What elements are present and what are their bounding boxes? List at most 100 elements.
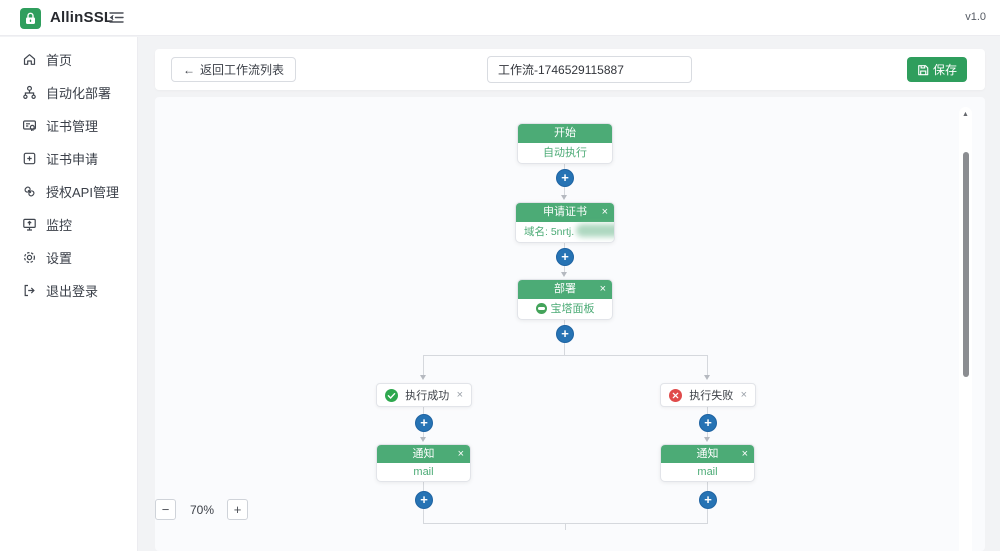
sidebar-item-label: 监控	[46, 218, 73, 233]
sidebar-item-logout[interactable]: 退出登录	[0, 274, 137, 307]
node-start-header: 开始	[518, 124, 612, 143]
sidebar-item-cert-manage[interactable]: 证书管理	[0, 109, 137, 142]
connector-line	[423, 407, 424, 414]
add-node-button[interactable]: +	[699, 491, 717, 509]
add-node-button[interactable]: +	[415, 414, 433, 432]
node-notify-success[interactable]: 通知 × mail	[376, 444, 471, 482]
connector-line	[707, 480, 708, 491]
sidebar-item-label: 退出登录	[46, 284, 99, 299]
domain-label: 域名: 5nrtj.	[524, 226, 575, 238]
connector-line	[423, 509, 424, 524]
node-notify-title: 通知	[412, 448, 435, 460]
node-deploy-title: 部署	[554, 283, 576, 295]
connector-arrow	[561, 272, 567, 277]
back-button-label: 返回工作流列表	[200, 63, 285, 77]
sidebar-item-monitor[interactable]: 监控	[0, 208, 137, 241]
add-node-button[interactable]: +	[556, 248, 574, 266]
scroll-up-icon[interactable]: ▲	[962, 111, 969, 118]
node-deploy-body: 宝塔面板	[550, 303, 595, 315]
back-to-workflow-list-button[interactable]: ← 返回工作流列表	[171, 57, 297, 82]
sidebar-item-api-auth[interactable]: 授权API管理	[0, 175, 137, 208]
connector-line	[707, 432, 708, 438]
add-node-button[interactable]: +	[556, 325, 574, 343]
zoom-in-button[interactable]: +	[227, 499, 248, 520]
connector-arrow	[704, 437, 710, 442]
monitor-icon	[23, 218, 36, 231]
certificate-manage-icon	[23, 120, 37, 131]
connector-line	[707, 407, 708, 414]
sidebar-item-auto-deploy[interactable]: 自动化部署	[0, 76, 137, 109]
exec-success-label: 执行成功	[405, 390, 450, 402]
sidebar-item-cert-apply[interactable]: 证书申请	[0, 142, 137, 175]
sidebar-item-settings[interactable]: 设置	[0, 241, 137, 274]
workflow-canvas[interactable]	[155, 97, 985, 551]
node-notify-title: 通知	[696, 448, 719, 460]
connector-line	[564, 187, 565, 195]
app-logo	[20, 8, 41, 29]
exec-fail-label: 执行失败	[689, 390, 734, 402]
add-node-button[interactable]: +	[415, 491, 433, 509]
connector-line	[564, 343, 565, 356]
logout-icon	[24, 284, 35, 297]
save-button[interactable]: 保存	[906, 57, 967, 82]
node-start[interactable]: 开始 自动执行	[517, 123, 613, 164]
redacted-domain	[576, 224, 614, 237]
zoom-level-label: 70%	[190, 503, 215, 517]
node-start-body: 自动执行	[543, 147, 587, 159]
save-icon	[918, 64, 929, 75]
save-button-label: 保存	[932, 63, 957, 77]
close-icon[interactable]: ×	[599, 283, 606, 295]
sidebar-item-home[interactable]: 首页	[0, 43, 137, 76]
sidebar-item-label: 证书申请	[46, 152, 99, 167]
fail-x-icon	[669, 388, 682, 402]
add-node-button[interactable]: +	[556, 169, 574, 187]
sidebar-item-label: 首页	[46, 53, 73, 68]
connector-line	[423, 355, 424, 376]
connector-line	[564, 318, 565, 325]
close-icon[interactable]: ×	[456, 389, 463, 401]
back-arrow-icon: ←	[183, 62, 195, 77]
success-check-icon	[385, 388, 398, 402]
sidebar-item-label: 自动化部署	[46, 86, 112, 101]
connector-line	[564, 162, 565, 171]
node-deploy[interactable]: 部署 × 宝塔面板	[517, 279, 613, 320]
scrollbar-thumb[interactable]	[962, 152, 969, 377]
sidebar-item-label: 授权API管理	[46, 185, 119, 200]
workflow-name-input[interactable]	[487, 56, 692, 83]
baota-panel-icon	[535, 303, 547, 314]
connector-arrow	[704, 375, 710, 380]
close-icon[interactable]: ×	[601, 206, 608, 218]
workflow-toolbar: ← 返回工作流列表 保存	[155, 49, 985, 90]
connector-line	[564, 266, 565, 273]
connector-arrow	[561, 195, 567, 200]
sidebar-item-label: 证书管理	[46, 119, 99, 134]
node-notify-body: mail	[697, 466, 718, 478]
lock-icon	[26, 12, 35, 24]
connector-line	[565, 523, 566, 530]
connector-line	[707, 355, 708, 376]
node-notify-fail[interactable]: 通知 × mail	[660, 444, 755, 482]
close-icon[interactable]: ×	[457, 448, 464, 460]
version-label: v1.0	[965, 11, 986, 23]
node-exec-fail[interactable]: 执行失败 ×	[660, 383, 756, 407]
node-apply-cert[interactable]: 申请证书 × 域名: 5nrtj.	[515, 202, 615, 243]
node-exec-success[interactable]: 执行成功 ×	[376, 383, 472, 407]
node-apply-cert-title: 申请证书	[543, 206, 587, 218]
api-auth-icon	[24, 186, 35, 197]
connector-line	[423, 480, 424, 491]
close-icon[interactable]: ×	[740, 389, 747, 401]
connector-line	[423, 432, 424, 438]
sidebar-collapse-icon[interactable]	[108, 10, 125, 30]
node-notify-body: mail	[413, 466, 434, 478]
sidebar-item-label: 设置	[46, 251, 73, 266]
sidebar: 首页 自动化部署 证书管理 证书申请 授权API管理 监控 设置 退出登录	[0, 37, 138, 551]
connector-arrow	[420, 437, 426, 442]
connector-arrow	[420, 375, 426, 380]
close-icon[interactable]: ×	[741, 448, 748, 460]
deploy-icon	[23, 85, 36, 99]
zoom-out-button[interactable]: −	[155, 499, 176, 520]
vertical-scrollbar[interactable]: ▲ ▼	[959, 107, 972, 551]
main-content: ← 返回工作流列表 保存 + + + + + + + 开始 自动执行	[139, 37, 1000, 551]
add-node-button[interactable]: +	[699, 414, 717, 432]
settings-icon	[23, 251, 36, 264]
